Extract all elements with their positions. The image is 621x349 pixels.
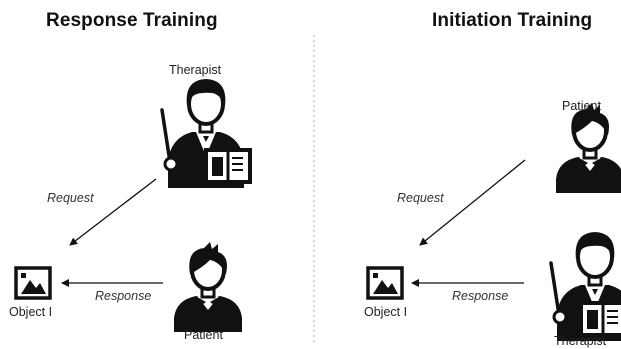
response-label: Response [452,289,509,303]
object-label: Object I [9,305,53,319]
request-arrow [69,178,157,246]
panel-title: Response Training [46,10,218,31]
book-icon [579,301,621,337]
request-arrow [419,159,526,246]
response-label: Response [95,289,152,303]
top-person-label: Therapist [169,63,222,77]
object-label: Object I [364,305,408,319]
panel-title: Initiation Training [432,10,593,31]
bottom-person-label: Therapist [554,334,607,348]
request-label: Request [47,191,94,205]
patient-icon [172,240,244,334]
request-label: Request [397,191,444,205]
bottom-person-label: Patient [184,328,223,342]
top-person-label: Patient [562,99,601,113]
book-icon [204,148,252,184]
object-picture-icon [366,266,404,300]
patient-icon [554,101,621,195]
object-picture-icon [14,266,52,300]
